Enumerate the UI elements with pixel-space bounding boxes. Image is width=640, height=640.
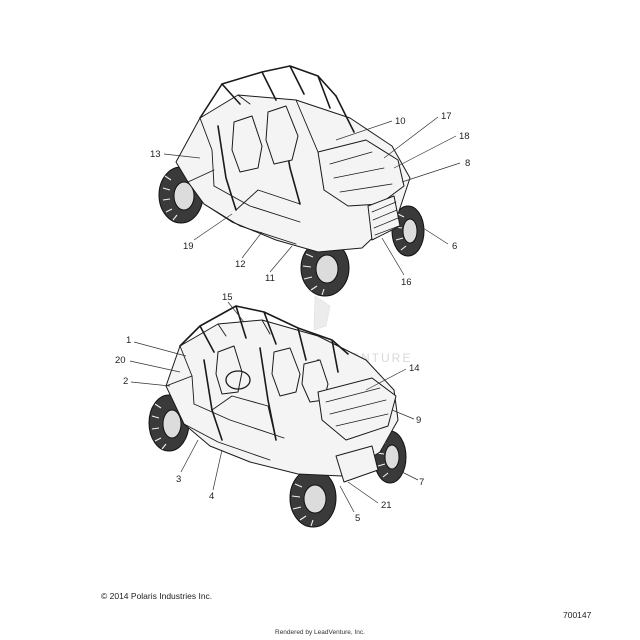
callout-20: 20 <box>115 355 126 366</box>
drawing-number: 700147 <box>563 610 592 620</box>
callout-17: 17 <box>441 111 452 122</box>
callout-19: 19 <box>183 241 194 252</box>
callout-12: 12 <box>235 259 246 270</box>
upper-callouts: 10 17 18 8 13 19 12 11 16 6 <box>150 111 470 288</box>
callout-18: 18 <box>459 131 470 142</box>
callout-10: 10 <box>395 116 406 127</box>
callout-3: 3 <box>176 474 181 485</box>
upper-vehicle-illustration <box>158 65 425 297</box>
callout-2: 2 <box>123 376 128 387</box>
callout-21: 21 <box>381 500 392 511</box>
copyright-notice: © 2014 Polaris Industries Inc. <box>101 591 213 601</box>
callout-14: 14 <box>409 363 420 374</box>
callout-5: 5 <box>355 513 360 524</box>
callout-9: 9 <box>416 415 421 426</box>
rendered-by-credit: Rendered by LeadVenture, Inc. <box>275 629 365 636</box>
upper-front-right-wheel <box>391 205 425 257</box>
leader-lines <box>129 116 461 513</box>
callout-15: 15 <box>222 292 233 303</box>
callout-16: 16 <box>401 277 412 288</box>
callout-8: 8 <box>465 158 470 169</box>
callout-11: 11 <box>265 273 275 284</box>
callout-4: 4 <box>209 491 214 502</box>
callout-13: 13 <box>150 149 161 160</box>
callout-6: 6 <box>452 241 457 252</box>
lower-vehicle-illustration <box>148 305 407 528</box>
callout-1: 1 <box>126 335 131 346</box>
lower-front-left-wheel <box>289 468 337 528</box>
lower-callouts: 15 1 20 2 14 9 3 4 21 5 7 <box>115 292 424 524</box>
callout-7: 7 <box>419 477 424 488</box>
